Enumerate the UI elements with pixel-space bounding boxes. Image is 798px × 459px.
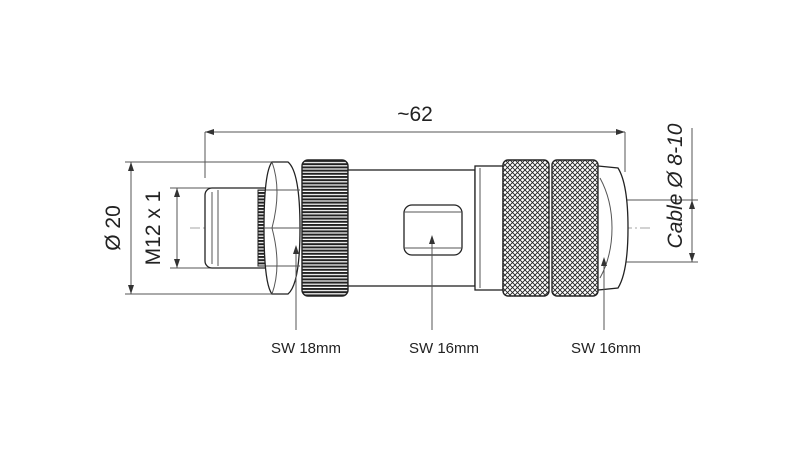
- length-dimension: ~62: [204, 103, 626, 178]
- sw-rear-nut-label: SW 16mm: [571, 340, 641, 357]
- cable-label: Cable Ø 8-10: [664, 123, 687, 248]
- hex-nut-front: [263, 161, 301, 295]
- knurled-nut-2: [551, 159, 599, 297]
- diameter-dimension: Ø 20: [102, 161, 272, 295]
- diameter-label: Ø 20: [102, 205, 125, 251]
- sw-middle-body-label: SW 16mm: [409, 340, 479, 357]
- sw-pointers: [293, 235, 607, 330]
- thread-label: M12 x 1: [142, 191, 165, 266]
- length-label: ~62: [397, 103, 433, 126]
- middle-body: [347, 169, 476, 287]
- thread-insert: [204, 187, 273, 269]
- knurled-nut-1: [502, 159, 550, 297]
- cable-gland-cap: [597, 165, 629, 291]
- cable-dimension: Cable Ø 8-10: [620, 123, 698, 263]
- rear-section: [474, 159, 629, 297]
- sw-front-nut-label: SW 18mm: [271, 340, 341, 357]
- thread-dimension: M12 x 1: [142, 187, 212, 269]
- coupling-ring: [301, 159, 349, 297]
